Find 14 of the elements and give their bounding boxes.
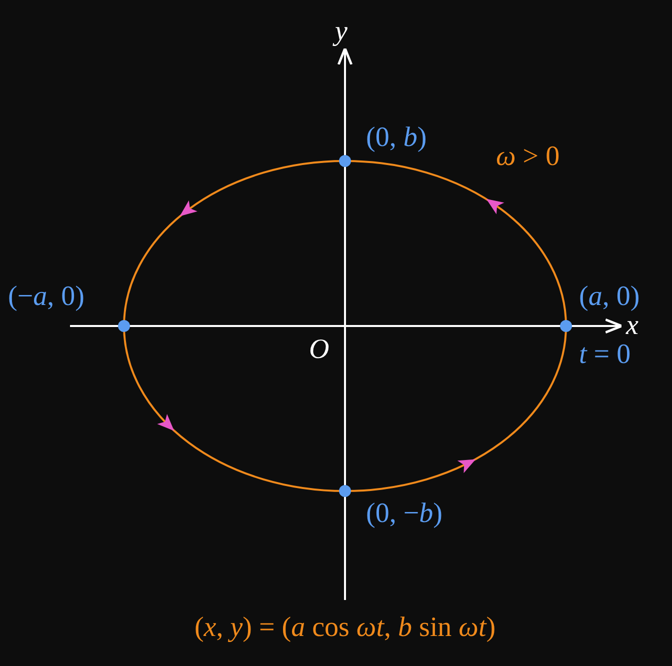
axis-label: x [626,312,638,340]
point-marker [339,155,351,167]
point-label: (0, b) [366,124,427,152]
axis-label: y [335,18,348,46]
point-label: (a, 0) [579,283,640,311]
origin-label: O [309,336,330,364]
point-marker [339,485,351,497]
angular-velocity-label: ω > 0 [496,143,560,171]
point-label: (−a, 0) [8,283,84,311]
point-label: (0, −b) [366,500,442,528]
point-marker [560,320,572,332]
point-label: t = 0 [579,341,631,369]
equation-label: (x, y) = (a cos ωt, b sin ωt) [194,614,496,642]
point-marker [118,320,130,332]
